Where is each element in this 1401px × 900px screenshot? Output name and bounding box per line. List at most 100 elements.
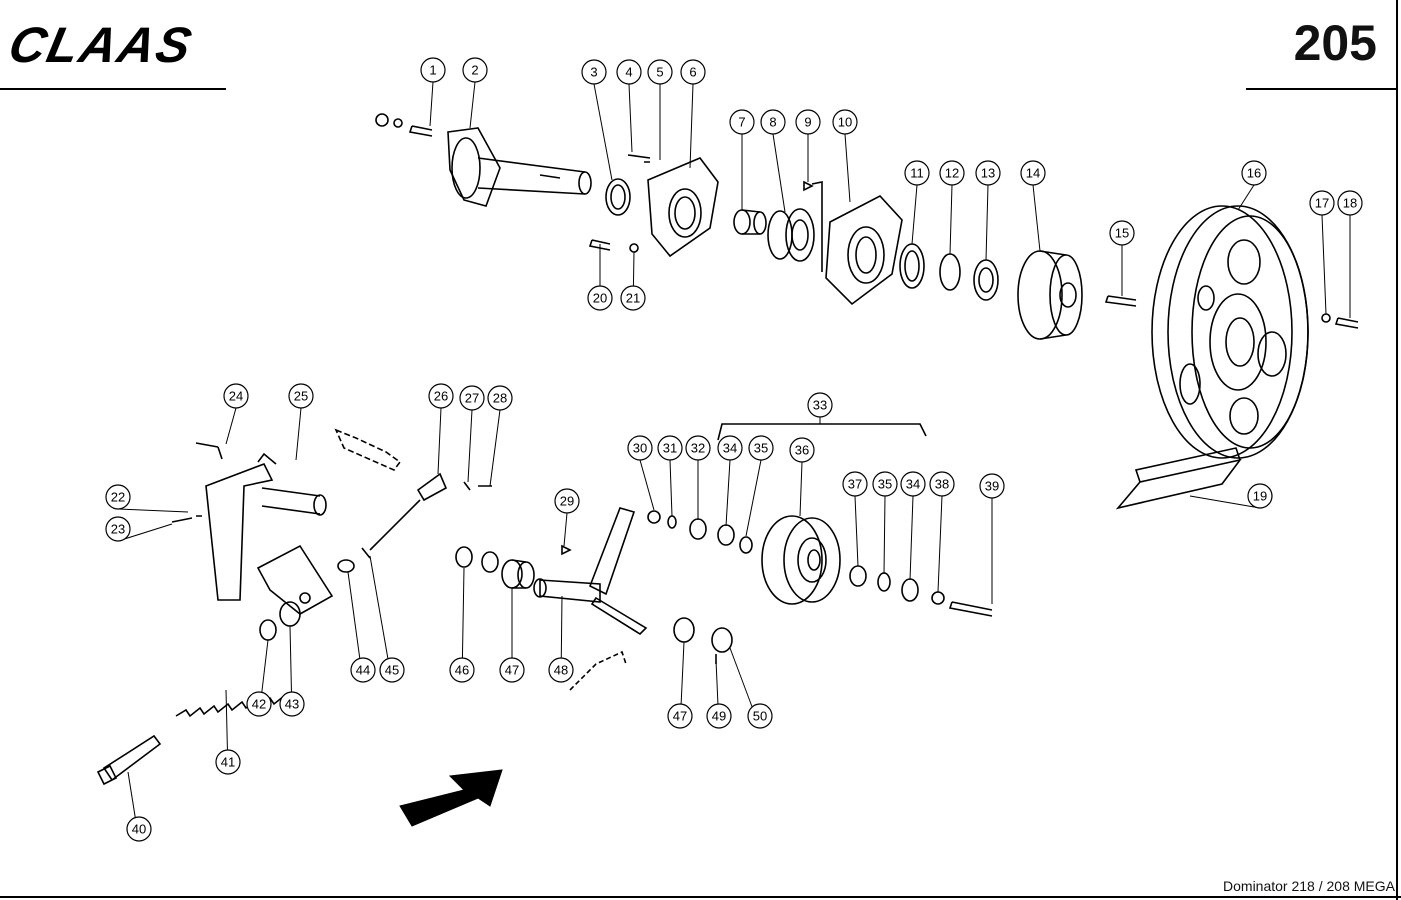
callout-28: 28 — [487, 385, 513, 411]
part-sleeve-32 — [689, 518, 707, 540]
part-circlip-12 — [939, 253, 961, 291]
part-nut-38 — [931, 591, 945, 605]
part-bushing-50 — [711, 627, 733, 653]
header-rule-right — [1246, 88, 1396, 90]
leader-line-12 — [949, 184, 953, 255]
leader-line-19 — [1189, 495, 1261, 509]
callout-circle — [795, 109, 821, 135]
callout-label: 38 — [935, 477, 949, 492]
callout-label: 34 — [723, 441, 737, 456]
callout-label: 30 — [633, 441, 647, 456]
callout-label: 35 — [754, 441, 768, 456]
callout-11: 11 — [904, 160, 930, 186]
part-idler-36 — [761, 515, 841, 605]
callout-label: 24 — [229, 389, 243, 404]
callout-circle — [1020, 160, 1046, 186]
leader-line-37 — [854, 495, 859, 567]
callout-43: 43 — [279, 691, 305, 717]
callout-37: 37 — [842, 471, 868, 497]
callout-label: 5 — [656, 65, 663, 80]
callout-circle — [717, 435, 743, 461]
callout-circle — [929, 471, 955, 497]
callout-label: 9 — [804, 115, 811, 130]
callout-circle — [379, 657, 405, 683]
part-pin-27-28 — [463, 481, 492, 491]
callout-4: 4 — [616, 59, 642, 85]
callout-12: 12 — [939, 160, 965, 186]
leader-line-1 — [429, 81, 434, 127]
part-bolt-39 — [948, 601, 993, 617]
callout-circle — [760, 109, 786, 135]
callout-35: 35 — [872, 471, 898, 497]
callout-circle — [685, 435, 711, 461]
part-seal-3 — [605, 178, 631, 216]
part-sleeve-37 — [849, 565, 867, 587]
callout-27: 27 — [459, 385, 485, 411]
callout-label: 17 — [1315, 196, 1329, 211]
part-ring-46 — [455, 546, 473, 568]
part-bushing-47b — [673, 617, 695, 643]
callout-49: 49 — [706, 703, 732, 729]
callout-14: 14 — [1020, 160, 1046, 186]
callout-circle — [105, 516, 131, 542]
part-nipple-29 — [561, 544, 572, 556]
leader-line-2 — [469, 81, 476, 129]
callout-48: 48 — [548, 657, 574, 683]
part-bolt-15 — [1104, 295, 1137, 307]
callout-16: 16 — [1241, 160, 1267, 186]
callout-18: 18 — [1337, 190, 1363, 216]
callout-label: 39 — [985, 479, 999, 494]
leader-line-34 — [909, 495, 914, 581]
callout-23: 23 — [105, 516, 131, 542]
callout-45: 45 — [379, 657, 405, 683]
callout-circle — [975, 160, 1001, 186]
callout-31: 31 — [657, 435, 683, 461]
callout-34: 34 — [900, 471, 926, 497]
callout-label: 48 — [554, 663, 568, 678]
callout-34: 34 — [717, 435, 743, 461]
callout-24: 24 — [223, 383, 249, 409]
part-shaft-flange — [375, 113, 592, 207]
part-bolt-40 — [96, 734, 162, 786]
callout-10: 10 — [832, 109, 858, 135]
footer-model: Dominator 218 / 208 MEGA — [1223, 878, 1395, 894]
leader-line-28 — [489, 409, 501, 487]
callout-circle — [979, 473, 1005, 499]
part-circlip-35a — [739, 536, 753, 554]
callout-label: 23 — [111, 522, 125, 537]
leader-line-29 — [563, 512, 568, 547]
leader-line-27 — [467, 409, 473, 483]
callout-circle — [900, 471, 926, 497]
part-bearing-8 — [767, 208, 815, 262]
callout-label: 49 — [712, 709, 726, 724]
callout-label: 13 — [981, 166, 995, 181]
callout-label: 18 — [1343, 196, 1357, 211]
callout-label: 45 — [385, 663, 399, 678]
callout-41: 41 — [215, 749, 241, 775]
callout-40: 40 — [126, 816, 152, 842]
leader-line-24 — [225, 407, 237, 445]
leader-line-26 — [437, 407, 442, 475]
callout-label: 43 — [285, 697, 299, 712]
callout-21: 21 — [620, 285, 646, 311]
callout-circle — [215, 749, 241, 775]
part-chain-hint — [334, 428, 402, 471]
callout-label: 33 — [813, 398, 827, 413]
callout-label: 12 — [945, 166, 959, 181]
leader-line-34 — [725, 459, 731, 527]
part-bearing-34b — [901, 578, 919, 602]
callout-7: 7 — [729, 109, 755, 135]
callout-circle — [680, 59, 706, 85]
callout-label: 25 — [294, 389, 308, 404]
callout-22: 22 — [105, 484, 131, 510]
callout-label: 41 — [221, 755, 235, 770]
part-pulley-16 — [1151, 205, 1309, 459]
callout-47: 47 — [499, 657, 525, 683]
leader-line-14 — [1032, 184, 1041, 252]
callout-circle — [587, 285, 613, 311]
leader-line-16 — [1237, 184, 1255, 211]
part-washer-44 — [337, 559, 355, 573]
part-pin-4 — [627, 154, 651, 163]
callout-circle — [832, 109, 858, 135]
